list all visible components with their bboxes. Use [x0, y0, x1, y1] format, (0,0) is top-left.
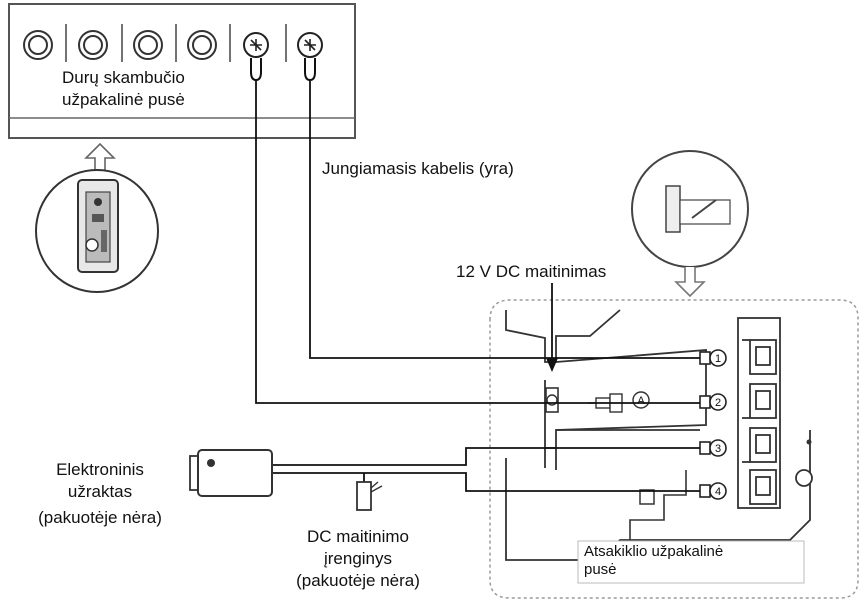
terminal-number-1: 1: [715, 353, 721, 365]
terminal-number-4: 4: [715, 486, 721, 498]
doorbell-label-line1: Durų skambučio: [62, 68, 185, 87]
doorbell-socket: [23, 30, 217, 60]
connection-cable: [255, 80, 700, 492]
electronic-lock-icon: [189, 449, 273, 497]
dc-plug-icon: [356, 481, 383, 511]
monitor-label: Atsakiklio užpakalinė pusė: [584, 543, 723, 579]
terminal-number-2: 2: [715, 397, 721, 409]
monitor-back-panel: [489, 299, 859, 599]
lock-label-line1: Elektroninis: [56, 460, 144, 479]
dc-supply-label: DC maitinimo įrenginys (pakuotėje nėra): [268, 526, 448, 592]
power-arrow-icon: [546, 283, 558, 372]
monitor-label-line1: Atsakiklio užpakalinė: [584, 543, 724, 560]
monitor-label-line2: pusė: [584, 561, 617, 578]
lock-label-line3: (pakuotėje nėra): [38, 508, 162, 527]
dc-supply-label-line1: DC maitinimo: [306, 527, 410, 546]
power-label: 12 V DC maitinimas: [456, 262, 607, 281]
monitor-thumbnail: [631, 150, 749, 298]
doorbell-label-line2: užpakalinė pusė: [62, 90, 185, 109]
doorbell-screw-terminal-icon: [243, 32, 323, 58]
cable-label: Jungiamasis kabelis (yra): [322, 159, 514, 178]
dc-supply-label-line3: (pakuotėje nėra): [296, 571, 420, 590]
terminal-plug-icon: [699, 349, 727, 500]
dc-supply-label-line2: įrenginys: [323, 549, 393, 568]
doorbell-thumbnail: [35, 142, 159, 293]
monitor-terminal-block: [737, 317, 781, 509]
lock-label-line2: užraktas: [67, 482, 133, 501]
doorbell-label: Durų skambučio užpakalinė pusė: [62, 67, 185, 111]
doorbell-back-panel: [8, 3, 356, 139]
lock-label: Elektroninis užraktas (pakuotėje nėra): [14, 459, 186, 529]
connector-marker: A: [637, 395, 645, 407]
terminal-number-3: 3: [715, 443, 721, 455]
